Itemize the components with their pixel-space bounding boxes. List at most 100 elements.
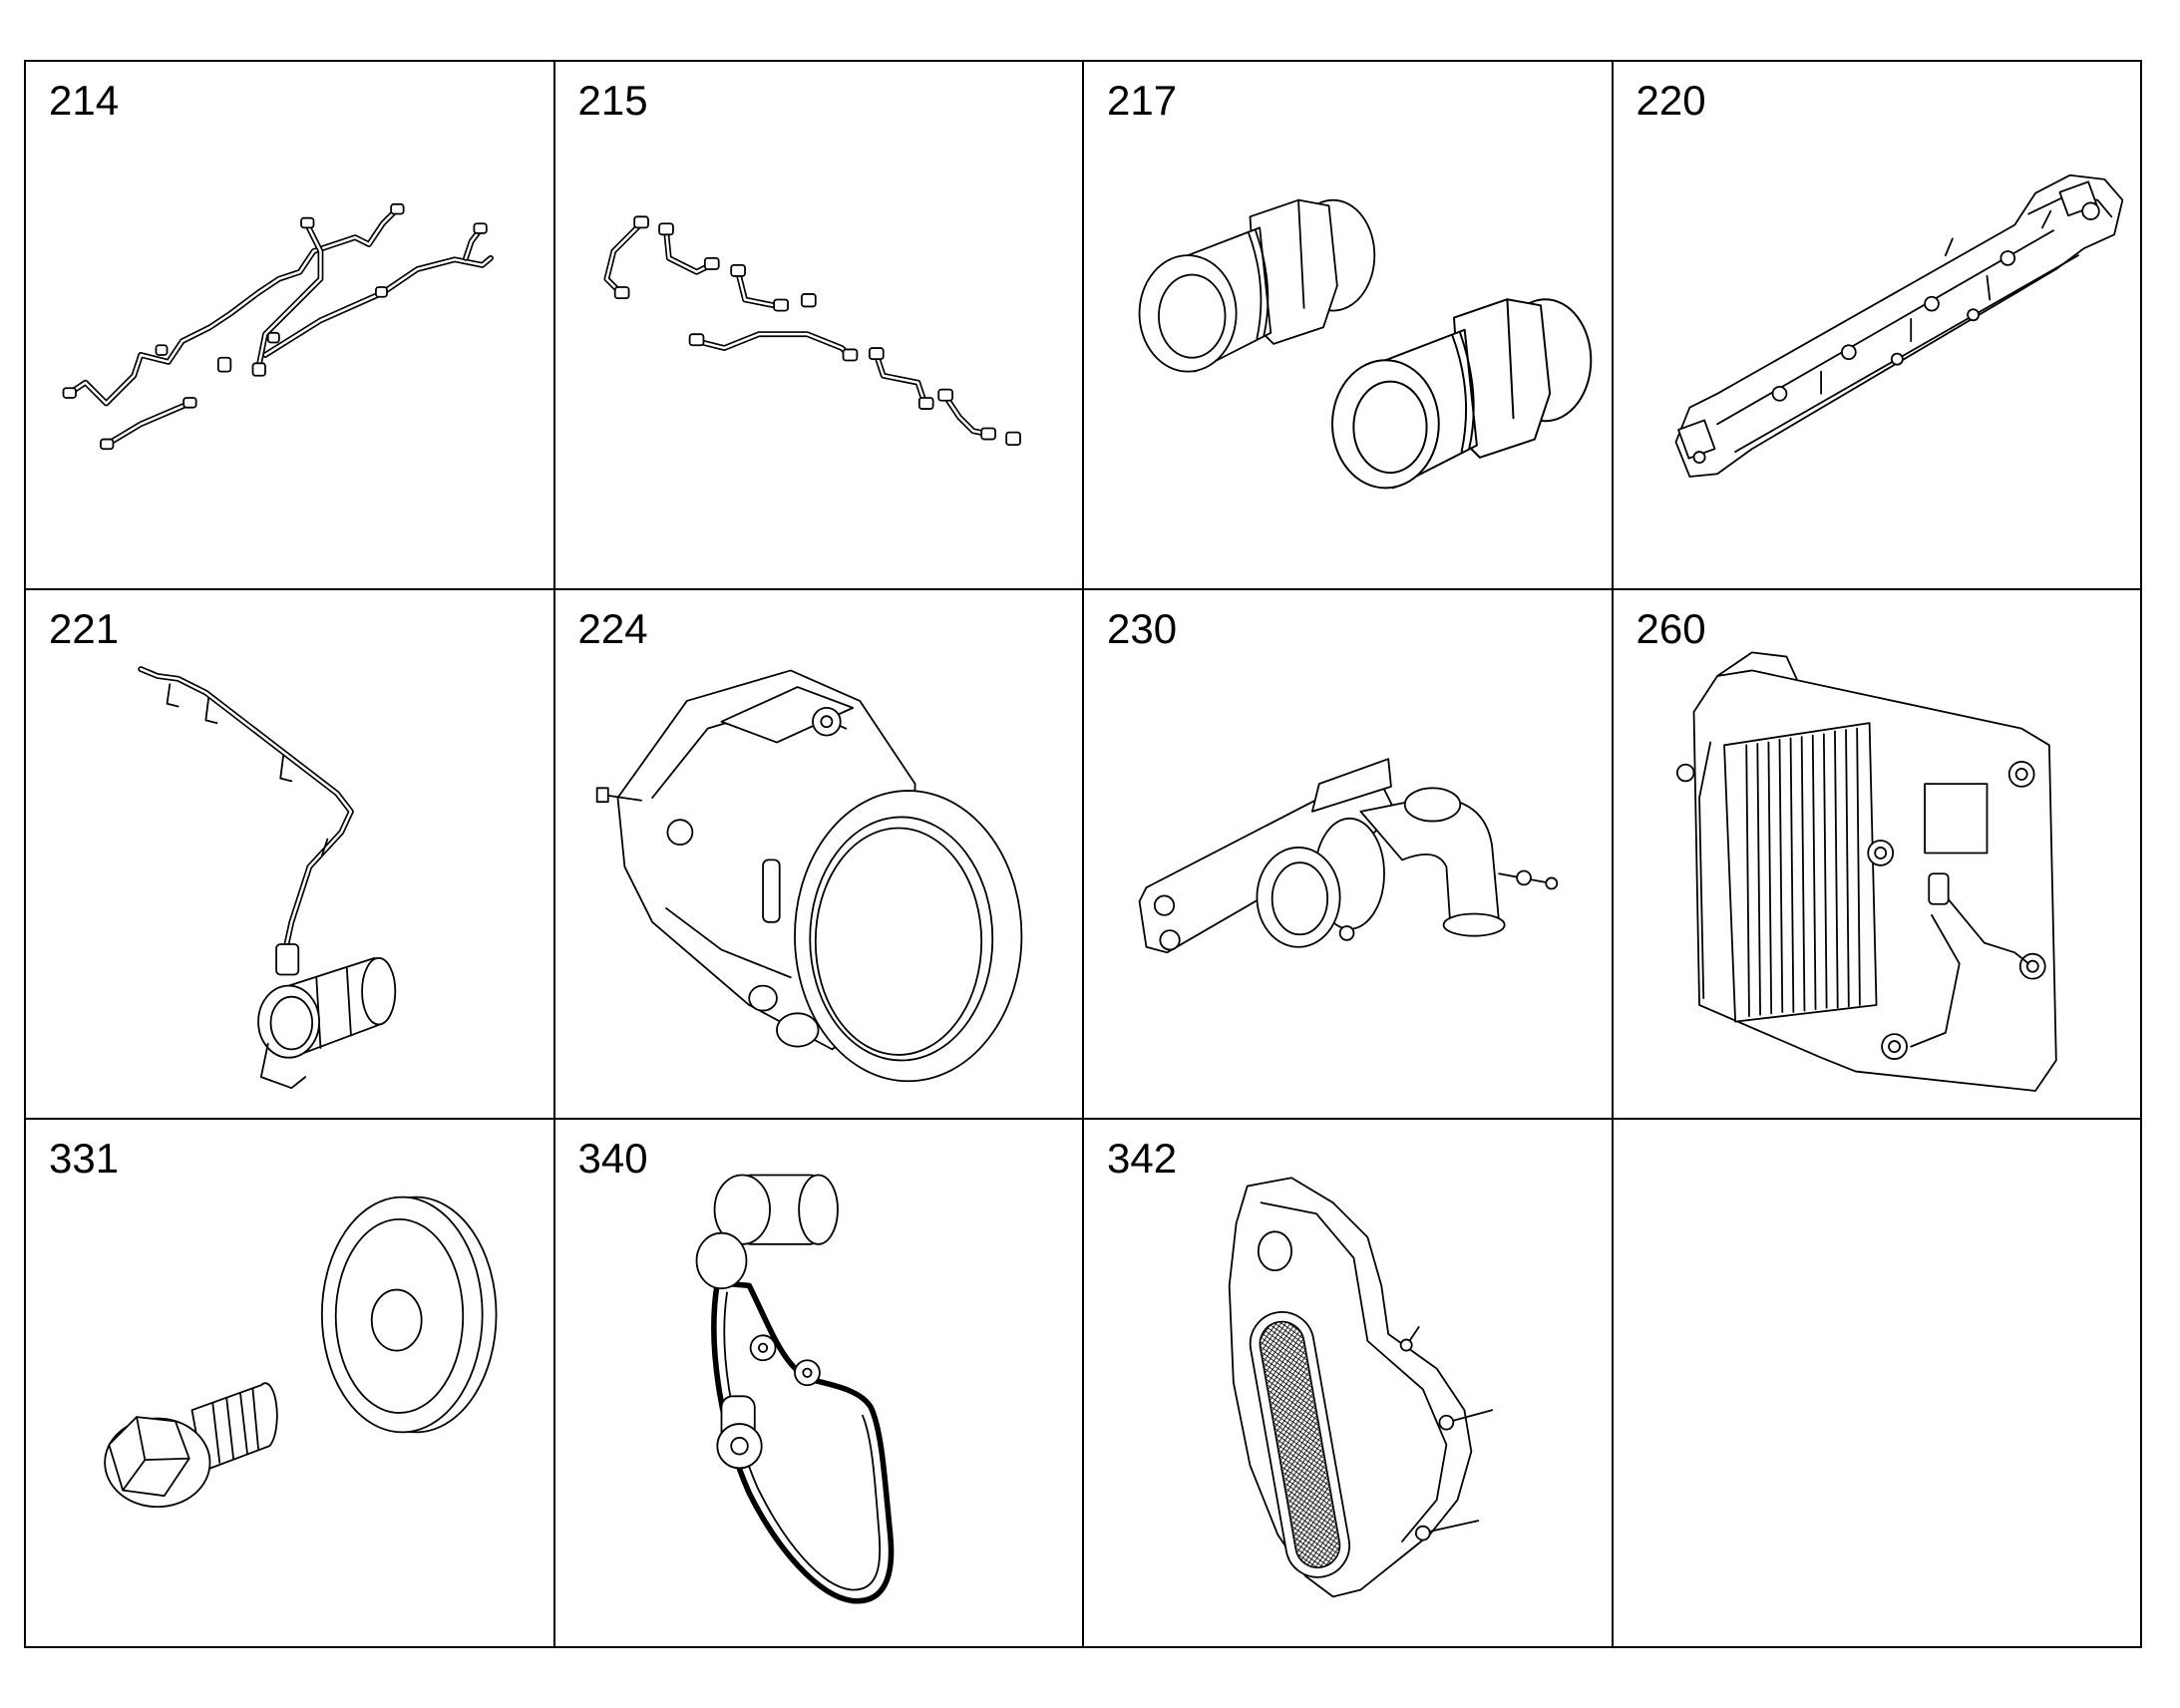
stud-nut — [1414, 1525, 1431, 1541]
part-group-cell-331[interactable]: 331 — [26, 1119, 553, 1646]
bracket-with-elbow-illustration — [1138, 758, 1559, 954]
alternator — [695, 1174, 839, 1289]
nut — [613, 286, 629, 300]
fin — [1755, 743, 1761, 1016]
clamp-bolt — [775, 1012, 819, 1048]
part-group-number: 221 — [49, 605, 120, 653]
empty-cell — [1613, 1119, 2140, 1646]
pipe-with-sensor-illustration — [138, 666, 397, 1090]
tube-highlight — [263, 256, 493, 357]
part-group-number: 224 — [577, 605, 648, 653]
plate-edge — [1697, 741, 1711, 1000]
fuel-line-set-illustration — [62, 202, 494, 451]
tube-highlight — [736, 270, 781, 308]
nut — [657, 222, 674, 236]
part-group-cell-230[interactable]: 230 — [1084, 590, 1612, 1118]
seal-groove — [1255, 229, 1270, 337]
bolt — [819, 715, 833, 729]
cover-edge — [1260, 1200, 1448, 1542]
elbow-end — [1403, 787, 1462, 823]
fin — [1800, 736, 1805, 1012]
nut — [800, 293, 817, 308]
thread — [211, 1402, 221, 1464]
fitting-small — [1138, 198, 1376, 373]
injection-line — [662, 227, 713, 275]
idler-pulley-hub — [801, 1367, 813, 1378]
cooler-plate-illustration — [1675, 651, 2057, 1093]
part-group-cell-260[interactable]: 260 — [1613, 590, 2140, 1118]
part-group-cell-342[interactable]: 342 — [1084, 1119, 1612, 1646]
washer-hole — [370, 1288, 423, 1352]
tube-highlight — [464, 228, 482, 260]
connector — [155, 344, 169, 356]
cover-studs — [1399, 1325, 1494, 1541]
stud-nut — [1399, 1338, 1413, 1352]
bolt-threads — [211, 1388, 259, 1464]
part-group-cell-215[interactable]: 215 — [554, 62, 1082, 589]
stud — [1944, 237, 1954, 257]
bracket-hole — [1159, 929, 1181, 951]
fitting-large — [1331, 298, 1593, 490]
fuel-line — [255, 220, 324, 372]
elbow-flange — [1442, 912, 1506, 937]
bolt — [666, 819, 693, 847]
stud — [602, 794, 642, 803]
cover-plate-illustration — [1228, 1176, 1494, 1597]
part-group-cell-340[interactable]: 340 — [554, 1119, 1082, 1646]
part-group-cell-220[interactable]: 220 — [1613, 62, 2140, 589]
nut-edge — [1506, 298, 1515, 420]
fin — [1811, 735, 1816, 1011]
tube-highlight — [943, 395, 988, 436]
connector — [300, 216, 315, 229]
tube-highlight — [875, 353, 926, 405]
body-band — [345, 966, 352, 1037]
cooler-window — [1722, 722, 1877, 1023]
hex-edge — [144, 1457, 190, 1461]
clip — [204, 697, 218, 725]
part-group-number: 215 — [577, 77, 648, 124]
clamp-bolt — [747, 985, 778, 1012]
alternator-end — [797, 1174, 839, 1245]
fin — [1844, 729, 1850, 1008]
idler-pulley-hub — [757, 1342, 768, 1353]
part-group-cell-217[interactable]: 217 — [1084, 62, 1612, 589]
bolt — [1887, 1040, 1901, 1054]
mount-bosses — [1692, 201, 2100, 465]
fitting-bore — [1352, 380, 1428, 475]
connector — [375, 286, 388, 298]
connector — [390, 202, 405, 215]
washer-step — [334, 1217, 465, 1414]
nut — [917, 397, 934, 410]
boss — [1890, 352, 1904, 366]
part-group-number: 214 — [49, 77, 120, 124]
alternator-pulley — [695, 1231, 747, 1289]
part-group-cell-221[interactable]: 221 — [26, 590, 553, 1118]
seal-groove — [1459, 331, 1475, 450]
part-group-cell-214[interactable]: 214 — [26, 62, 553, 589]
studs — [1819, 209, 2051, 395]
part-group-number: 342 — [1107, 1134, 1178, 1182]
nut — [936, 388, 953, 402]
pipe — [138, 666, 354, 951]
fin — [1855, 728, 1861, 1007]
clamp-ring-bore — [814, 827, 982, 1057]
stud-nut — [1438, 1414, 1455, 1431]
stud — [1986, 275, 1991, 301]
thread — [239, 1392, 248, 1454]
boss — [1923, 295, 1940, 312]
cooler-fins — [1744, 728, 1861, 1018]
part-group-cell-224[interactable]: 224 — [554, 590, 1082, 1118]
injection-line — [941, 393, 990, 437]
line-connectors — [62, 202, 488, 451]
thread — [251, 1388, 259, 1450]
connector — [251, 362, 266, 377]
seal-groove — [1248, 232, 1263, 340]
pipe-fitting — [275, 943, 300, 976]
nut — [868, 347, 885, 361]
pipe-clips — [166, 683, 329, 857]
housing-edge — [664, 907, 792, 979]
tube-highlight — [139, 668, 353, 949]
part-group-number: 260 — [1635, 605, 1706, 653]
box-edge — [1715, 651, 1801, 689]
rail-body — [1674, 173, 2123, 478]
